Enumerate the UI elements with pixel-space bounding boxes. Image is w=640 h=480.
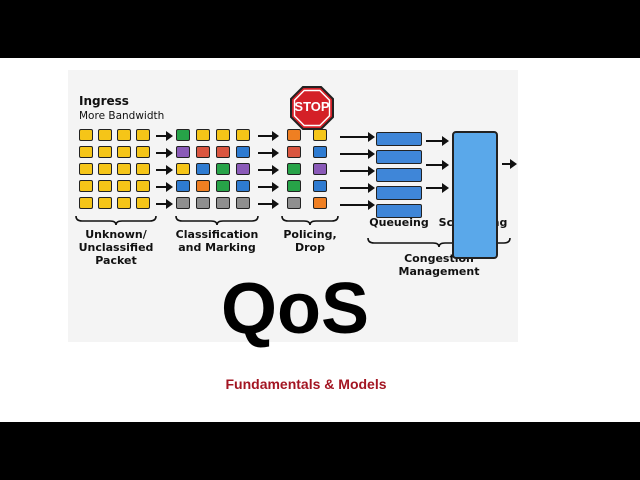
queue-bar [376, 168, 422, 182]
packet-cell [136, 146, 150, 158]
packet-cell [79, 180, 93, 192]
packet-cell [117, 163, 131, 175]
packet-cell [98, 146, 112, 158]
packet-cell [313, 163, 327, 175]
flow-arrow [156, 199, 173, 209]
queue-bar [376, 204, 422, 218]
packet-cell [79, 146, 93, 158]
flow-arrow [426, 183, 449, 193]
packet-cell [117, 129, 131, 141]
flow-arrow [340, 200, 375, 210]
thumbnail-content: Ingress More Bandwidth [0, 58, 640, 422]
packet-cell [98, 129, 112, 141]
scheduler-block [452, 131, 498, 259]
packet-cell [313, 146, 327, 158]
packet-cell [287, 129, 301, 141]
packet-cell [287, 197, 301, 209]
classification-brace [175, 215, 259, 226]
output-arrow [502, 159, 517, 169]
flow-arrow [258, 131, 279, 141]
flow-arrow [258, 165, 279, 175]
packet-cell [236, 129, 250, 141]
queue-bar [376, 132, 422, 146]
packet-cell [136, 180, 150, 192]
packet-cell [117, 146, 131, 158]
packet-cell [313, 180, 327, 192]
packet-cell [98, 163, 112, 175]
stage-label-queueing: Queueing [369, 216, 429, 229]
unclassified-brace [75, 215, 157, 226]
packet-cell [196, 163, 210, 175]
packet-cell [216, 146, 230, 158]
flow-arrow [156, 165, 173, 175]
packet-cell [117, 197, 131, 209]
packet-cell [136, 129, 150, 141]
flow-arrow [340, 149, 375, 159]
packet-cell [236, 146, 250, 158]
policing-brace [281, 215, 339, 226]
flow-arrow [156, 148, 173, 158]
packet-cell [313, 197, 327, 209]
stage-label-classification: Classification and Marking [175, 228, 259, 254]
packet-cell [196, 197, 210, 209]
packet-cell [79, 197, 93, 209]
packet-cell [196, 180, 210, 192]
flow-arrow [258, 148, 279, 158]
stage-label-unclassified: Unknown/ Unclassified Packet [78, 228, 154, 267]
packet-cell [287, 146, 301, 158]
flow-arrow [340, 183, 375, 193]
packet-cell [196, 129, 210, 141]
packet-cell [79, 129, 93, 141]
flow-arrow [156, 182, 173, 192]
packet-cell [176, 129, 190, 141]
packet-cell [196, 146, 210, 158]
flow-arrow [340, 132, 375, 142]
packet-cell [236, 180, 250, 192]
queue-bar [376, 186, 422, 200]
packet-cell [98, 180, 112, 192]
packet-cell [176, 197, 190, 209]
packet-cell [79, 163, 93, 175]
packet-cell [98, 197, 112, 209]
packet-cell [287, 180, 301, 192]
stop-label: STOP [294, 99, 330, 114]
queue-bar [376, 150, 422, 164]
packet-cell [216, 197, 230, 209]
flow-arrow [340, 166, 375, 176]
packet-cell [216, 163, 230, 175]
stage-label-policing: Policing, Drop [283, 228, 337, 254]
packet-cell [236, 163, 250, 175]
subtitle: Fundamentals & Models [225, 376, 387, 392]
packet-cell [287, 163, 301, 175]
congestion-brace [367, 237, 511, 248]
packet-cell [176, 146, 190, 158]
packet-cell [117, 180, 131, 192]
packet-cell [216, 180, 230, 192]
flow-arrow [156, 131, 173, 141]
flow-arrow [258, 182, 279, 192]
packet-cell [136, 197, 150, 209]
packet-cell [136, 163, 150, 175]
flow-arrow [258, 199, 279, 209]
flow-arrow [426, 136, 449, 146]
packet-cell [176, 180, 190, 192]
flow-arrow [426, 160, 449, 170]
main-title: QoS [220, 269, 369, 349]
ingress-title: Ingress [79, 94, 129, 108]
packet-cell [216, 129, 230, 141]
stop-sign-icon: STOP [289, 85, 335, 131]
packet-cell [176, 163, 190, 175]
packet-cell [236, 197, 250, 209]
ingress-subtitle: More Bandwidth [79, 110, 165, 122]
